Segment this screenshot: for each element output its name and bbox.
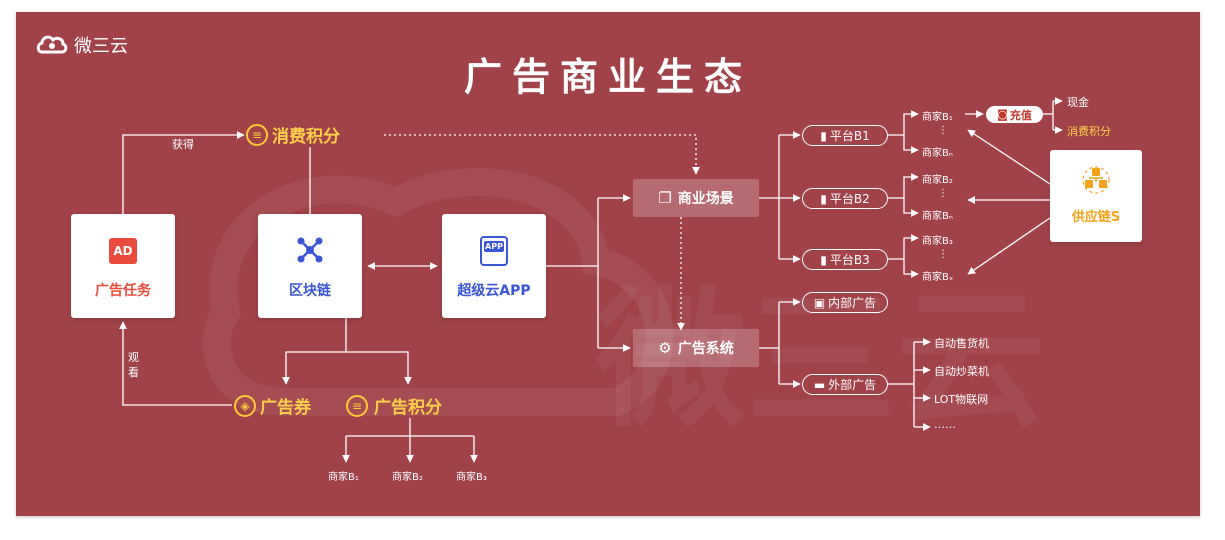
merchant-group-3-dots: ⋮	[938, 249, 948, 260]
ad-coupon: ◈ 广告券	[234, 393, 311, 418]
cooking-machine-label: 自动炒菜机	[934, 365, 989, 378]
ad-task-card: AD 广告任务	[71, 214, 175, 318]
ad-system-label: 广告系统	[677, 341, 734, 357]
bottom-merchant-3: 商家B₃	[456, 472, 487, 483]
platform-b1: ▮平台B1	[802, 125, 888, 146]
platform-b3: ▮平台B3	[802, 249, 888, 270]
ad-coupon-label: 广告券	[260, 398, 311, 418]
more-label: ……	[934, 418, 956, 431]
coupon-icon: ◈	[234, 394, 256, 417]
consume-points-label: 消费积分	[272, 127, 340, 147]
obtain-label: 获得	[172, 138, 194, 151]
logo-text: 微三云	[74, 36, 128, 57]
merchant-group-1-bottom: 商家Bₙ	[922, 148, 953, 159]
recharge-badge: ◙ 充值	[986, 106, 1043, 123]
cash-label: 现金	[1067, 96, 1089, 109]
ad-points-label: 广告积分	[374, 398, 442, 418]
merchant-group-2-bottom: 商家Bₙ	[922, 211, 953, 222]
external-ads: ▬外部广告	[802, 374, 888, 395]
ad-icon: AD	[109, 238, 137, 264]
merchant-group-1-top: 商家B₁	[922, 112, 953, 123]
business-scene-box: ❐ 商业场景	[633, 179, 759, 217]
watermark-logo: 微三云	[202, 168, 1046, 448]
recharge-icon: ◙	[997, 108, 1008, 121]
blockchain-label: 区块链	[289, 283, 331, 299]
diagram-canvas: 微三云	[16, 12, 1200, 516]
phone-icon: ▮	[820, 252, 827, 267]
phone-icon: ▮	[820, 128, 827, 143]
billboard-icon: ▬	[813, 377, 826, 392]
merchant-group-3-top: 商家B₃	[922, 236, 953, 247]
blockchain-icon	[297, 237, 323, 263]
consume-points: ≡ 消费积分	[246, 122, 340, 147]
wallet-icon: ▣	[813, 295, 826, 310]
internal-ads: ▣内部广告	[802, 292, 888, 313]
vending-machine-label: 自动售货机	[934, 337, 989, 350]
app-label: 超级云APP	[457, 283, 531, 299]
merchant-group-1-dots: ⋮	[938, 125, 948, 136]
supply-chain-label: 供应链S	[1071, 210, 1121, 225]
supply-chain-card: 供应链S	[1050, 150, 1142, 242]
merchant-group-3-bottom: 商家Bₓ	[922, 272, 954, 283]
phone-icon: ▮	[820, 191, 827, 206]
coin-icon: ≡	[246, 123, 268, 146]
connector-lines	[119, 97, 1063, 463]
recharge-label: 充值	[1009, 108, 1032, 122]
merchant-group-2-dots: ⋮	[938, 188, 948, 199]
iot-label: LOT物联网	[934, 393, 989, 406]
blockchain-card: 区块链	[258, 214, 362, 318]
monitor-gear-icon: ⚙	[658, 339, 672, 357]
watch-label: 观看	[128, 351, 139, 379]
supply-chain-icon	[1082, 166, 1110, 194]
recharge-points-label: 消费积分	[1067, 125, 1111, 138]
copy-icon: ❐	[658, 189, 672, 207]
bottom-merchant-1: 商家B₁	[328, 472, 359, 483]
app-card: APP 超级云APP	[442, 214, 546, 318]
ad-system-box: ⚙ 广告系统	[633, 329, 759, 367]
ad-task-label: 广告任务	[95, 283, 151, 299]
brand-logo: 微三云	[36, 32, 128, 58]
merchant-group-2-top: 商家B₂	[922, 175, 953, 186]
ad-points: ≡ 广告积分	[346, 393, 442, 418]
page-title: 广告商业生态	[463, 55, 752, 99]
platform-b2: ▮平台B2	[802, 188, 888, 209]
app-icon: APP	[480, 236, 508, 266]
cloud-logo-icon	[36, 35, 68, 54]
business-scene-label: 商业场景	[677, 191, 734, 207]
coin-stack-icon: ≡	[346, 394, 368, 417]
bottom-merchant-2: 商家B₂	[392, 472, 423, 483]
svg-text:微三云: 微三云	[595, 274, 1046, 448]
